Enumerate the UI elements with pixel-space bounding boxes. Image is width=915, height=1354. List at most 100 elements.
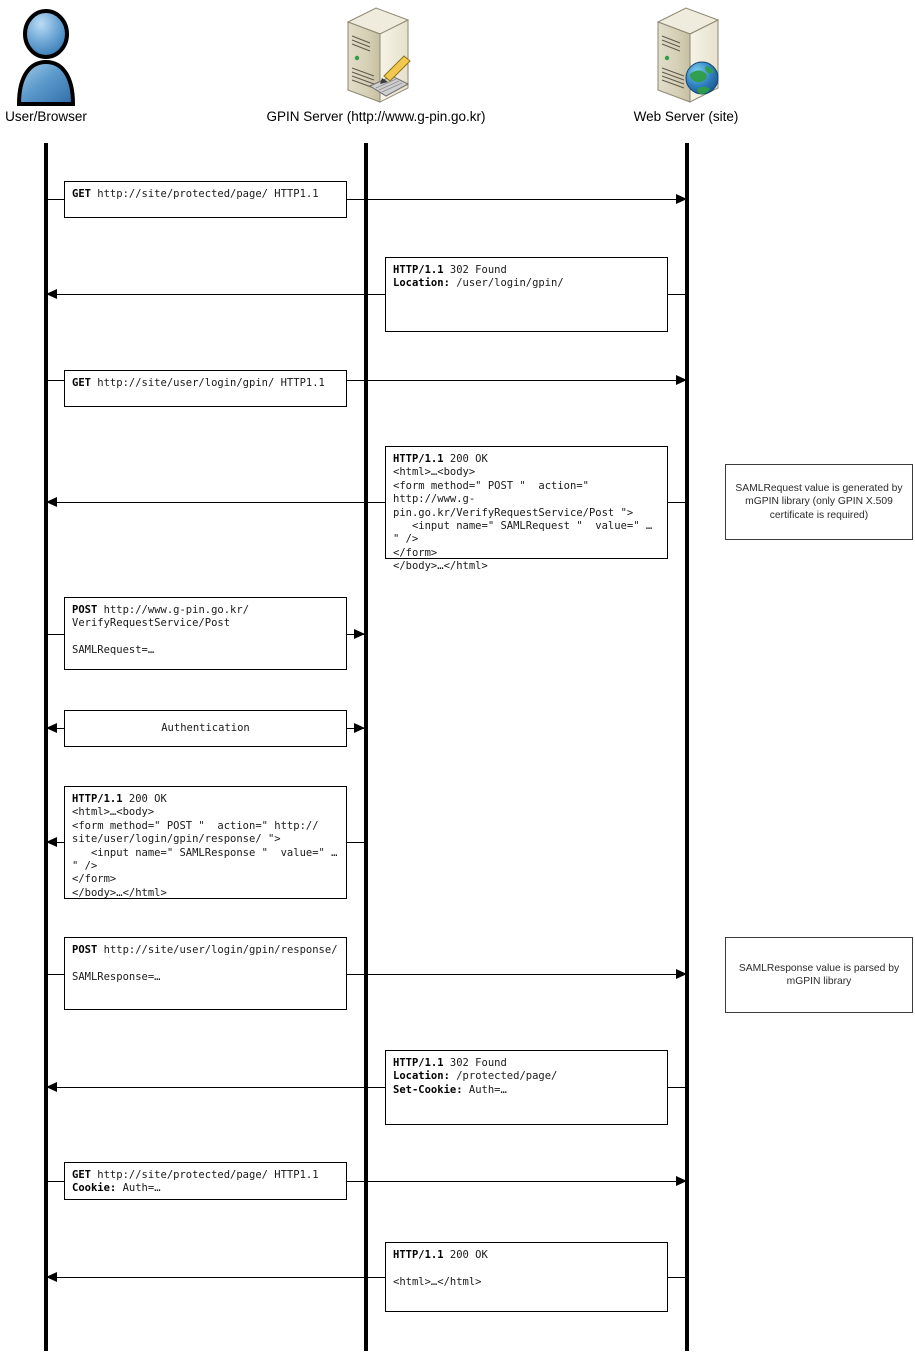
m9-l1: Location: /protected/page/ <box>393 1070 557 1082</box>
m2-l1-bold: Location: <box>393 277 450 290</box>
m8-l0-bold: POST <box>72 944 98 956</box>
m4-l0-bold: HTTP/1.1 <box>393 453 444 465</box>
m5-l0: POST http://www.g-pin.go.kr/ <box>72 604 249 616</box>
message-box-m11[interactable]: HTTP/1.1 200 OK <html>…</html> <box>385 1242 668 1312</box>
m2-l1: Location: /user/login/gpin/ <box>393 277 564 289</box>
m7-l6: </body>…</html> <box>72 886 167 899</box>
m7-l4: <input name=" SAMLResponse " value=" … "… <box>72 846 344 873</box>
arrow-head-m5 <box>354 629 365 639</box>
m9-l1-bold: Location: <box>393 1070 450 1083</box>
note-n1-text: SAMLRequest value is generated by mGPIN … <box>735 482 903 521</box>
m10-l0-bold: GET <box>72 1169 91 1181</box>
m5-l0-bold: POST <box>72 604 98 616</box>
m10-l1-bold: Cookie: <box>72 1182 117 1195</box>
message-box-m8[interactable]: POST http://site/user/login/gpin/respons… <box>64 937 347 1010</box>
message-box-m9[interactable]: HTTP/1.1 302 Found Location: /protected/… <box>385 1050 668 1125</box>
m3-l0-rest: http://site/user/login/gpin/ HTTP1.1 <box>90 377 325 389</box>
m4-l0: HTTP/1.1 200 OK <box>393 453 488 465</box>
m4-l2: <form method=" POST " action=" http://ww… <box>393 479 596 506</box>
message-box-m1[interactable]: GET http://site/protected/page/ HTTP1.1 <box>64 181 347 218</box>
m9-l0-rest: 302 Found <box>443 1057 507 1069</box>
m5-l3: SAMLRequest=… <box>72 644 155 657</box>
m2-l1-rest: /user/login/gpin/ <box>449 277 564 290</box>
m4-l0-rest: 200 OK <box>443 453 488 465</box>
arrow-line-m8 <box>46 974 687 975</box>
actor-gpin-label: GPIN Server (http://www.g-pin.go.kr) <box>266 109 486 124</box>
m9-l0-bold: HTTP/1.1 <box>393 1057 444 1069</box>
arrow-head-m3 <box>676 375 687 385</box>
m7-l3: site/user/login/gpin/response/ "> <box>72 833 281 846</box>
m6-label: Authentication <box>161 721 250 734</box>
m8-l0: POST http://site/user/login/gpin/respons… <box>72 944 338 956</box>
note-n2-text: SAMLResponse value is parsed by mGPIN li… <box>738 962 900 988</box>
m9-l2: Set-Cookie: Auth=… <box>393 1084 507 1096</box>
m11-l2: <html>…</html> <box>393 1275 482 1288</box>
m1-l0: GET http://site/protected/page/ HTTP1.1 <box>72 188 319 200</box>
arrow-head-m1 <box>676 194 687 204</box>
m9-l1-rest: /protected/page/ <box>449 1070 558 1083</box>
arrow-head-m9 <box>46 1082 57 1092</box>
m10-l1: Cookie: Auth=… <box>72 1182 161 1194</box>
m4-l4: <input name=" SAMLRequest " value=" … " … <box>393 520 659 546</box>
message-box-m2[interactable]: HTTP/1.1 302 Found Location: /user/login… <box>385 257 668 332</box>
m7-l5: </form> <box>72 873 117 886</box>
m2-l0-bold: HTTP/1.1 <box>393 264 444 276</box>
message-box-m6[interactable]: Authentication <box>64 710 347 747</box>
m10-l0: GET http://site/protected/page/ HTTP1.1 <box>72 1169 319 1181</box>
arrow-head-m2 <box>46 289 57 299</box>
m9-l2-rest: Auth=… <box>462 1083 507 1096</box>
m3-l0: GET http://site/user/login/gpin/ HTTP1.1 <box>72 377 325 389</box>
m4-l5: </form> <box>393 546 438 559</box>
m3-l0-bold: GET <box>72 377 91 389</box>
arrow-line-m1 <box>46 199 687 200</box>
note-box-n1: SAMLRequest value is generated by mGPIN … <box>725 464 913 540</box>
actor-user: User/Browser <box>0 6 92 124</box>
arrow-head-m11 <box>46 1272 57 1282</box>
m7-l0: HTTP/1.1 200 OK <box>72 793 167 805</box>
m5-l0-rest: http://www.g-pin.go.kr/ <box>97 604 250 616</box>
arrow-line-m3 <box>46 380 687 381</box>
arrow-head-m6-left <box>46 723 57 733</box>
m8-l2: SAMLResponse=… <box>72 970 161 983</box>
m1-l0-bold: GET <box>72 188 91 200</box>
m5-l1: VerifyRequestService/Post <box>72 617 231 630</box>
m7-l1: <html>…<body> <box>72 806 155 819</box>
arrow-head-m4 <box>46 497 57 507</box>
m11-l0-rest: 200 OK <box>443 1249 488 1261</box>
arrow-line-m2 <box>46 294 687 295</box>
arrow-head-m10 <box>676 1176 687 1186</box>
message-box-m3[interactable]: GET http://site/user/login/gpin/ HTTP1.1 <box>64 370 347 407</box>
arrow-head-m8 <box>676 969 687 979</box>
server-tower-with-pen-icon <box>330 6 422 106</box>
m2-l0: HTTP/1.1 302 Found <box>393 264 507 276</box>
arrow-line-m9 <box>46 1087 687 1088</box>
m2-l0-rest: 302 Found <box>443 264 507 276</box>
server-tower-with-pen-icon-svg <box>346 7 411 103</box>
message-box-m7[interactable]: HTTP/1.1 200 OK <html>…<body> <form meth… <box>64 786 347 899</box>
m7-l0-rest: 200 OK <box>122 793 167 805</box>
lifeline-user <box>44 143 48 1351</box>
arrow-head-m6-right <box>354 723 365 733</box>
actor-web: Web Server (site) <box>570 6 802 124</box>
arrow-line-m10 <box>46 1181 687 1182</box>
lifeline-gpin <box>364 143 368 1351</box>
m10-l1-rest: Auth=… <box>116 1182 161 1195</box>
arrow-line-m4 <box>46 502 687 503</box>
message-box-m4[interactable]: HTTP/1.1 200 OK <html>…<body> <form meth… <box>385 446 668 572</box>
message-box-m5[interactable]: POST http://www.g-pin.go.kr/ VerifyReque… <box>64 597 347 670</box>
server-tower-with-globe-icon-svg <box>656 7 720 103</box>
m4-l3: pin.go.kr/VerifyRequestService/Post "> <box>393 506 634 519</box>
message-box-m10[interactable]: GET http://site/protected/page/ HTTP1.1 … <box>64 1162 347 1200</box>
m7-l0-bold: HTTP/1.1 <box>72 793 123 805</box>
m7-l2: <form method=" POST " action=" http:// <box>72 819 319 832</box>
arrow-line-m11 <box>46 1277 687 1278</box>
server-tower-with-globe-icon <box>640 6 732 106</box>
m10-l0-rest: http://site/protected/page/ HTTP1.1 <box>90 1169 319 1181</box>
m4-l6: </body>…</html> <box>393 560 488 573</box>
user-person-icon <box>13 6 79 106</box>
m4-l1: <html>…<body> <box>393 466 476 479</box>
m8-l0-rest: http://site/user/login/gpin/response/ <box>97 944 338 956</box>
m9-l0: HTTP/1.1 302 Found <box>393 1057 507 1069</box>
actor-gpin: GPIN Server (http://www.g-pin.go.kr) <box>247 6 505 124</box>
m11-l0: HTTP/1.1 200 OK <box>393 1249 488 1261</box>
